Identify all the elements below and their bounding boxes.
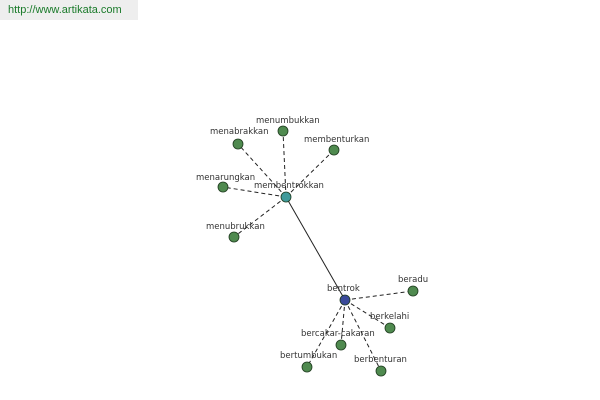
node-menubrukkan[interactable] (228, 231, 240, 243)
node-label-beradu: beradu (398, 275, 428, 285)
node-label-membentrokkan: membentrokkan (254, 181, 324, 191)
node-bertumbukan[interactable] (301, 361, 313, 373)
node-beradu[interactable] (407, 285, 419, 297)
node-bercakar-cakaran[interactable] (335, 339, 347, 351)
source-url[interactable]: http://www.artikata.com (0, 0, 138, 20)
edge-membentrokkan-menubrukkan (233, 196, 287, 238)
node-label-berbenturan: berbenturan (354, 355, 407, 365)
node-label-menumbukkan: menumbukkan (256, 116, 320, 126)
node-menumbukkan[interactable] (277, 125, 289, 137)
edge-bentrok-beradu (344, 290, 414, 301)
node-label-bentrok: bentrok (327, 284, 360, 294)
edge-bentrok-bercakar-cakaran (340, 299, 346, 346)
edge-membentrokkan-bentrok (285, 196, 346, 301)
node-label-menarungkan: menarungkan (196, 173, 255, 183)
edge-membentrokkan-menabrakkan (237, 143, 287, 198)
node-menarungkan[interactable] (217, 181, 229, 193)
node-berbenturan[interactable] (375, 365, 387, 377)
node-membenturkan[interactable] (328, 144, 340, 156)
node-label-berkelahi: berkelahi (370, 312, 409, 322)
edge-bentrok-berkelahi (344, 299, 391, 329)
nodes-layer (217, 125, 419, 377)
node-menabrakkan[interactable] (232, 138, 244, 150)
edge-membentrokkan-menarungkan (222, 186, 287, 198)
edges-layer (222, 130, 414, 372)
edge-bentrok-berbenturan (344, 299, 382, 372)
node-label-bertumbukan: bertumbukan (280, 351, 337, 361)
node-label-bercakar-cakaran: bercakar-cakaran (301, 329, 375, 339)
edge-bentrok-bertumbukan (306, 299, 346, 368)
node-bentrok[interactable] (339, 294, 351, 306)
node-label-menubrukkan: menubrukkan (206, 222, 265, 232)
labels-layer: membentrokkan bentrok menabrakkanmenumbukk… (196, 116, 428, 365)
node-berkelahi[interactable] (384, 322, 396, 334)
node-label-membenturkan: membenturkan (304, 135, 369, 145)
node-membentrokkan[interactable] (280, 191, 292, 203)
node-label-menabrakkan: menabrakkan (210, 127, 269, 137)
